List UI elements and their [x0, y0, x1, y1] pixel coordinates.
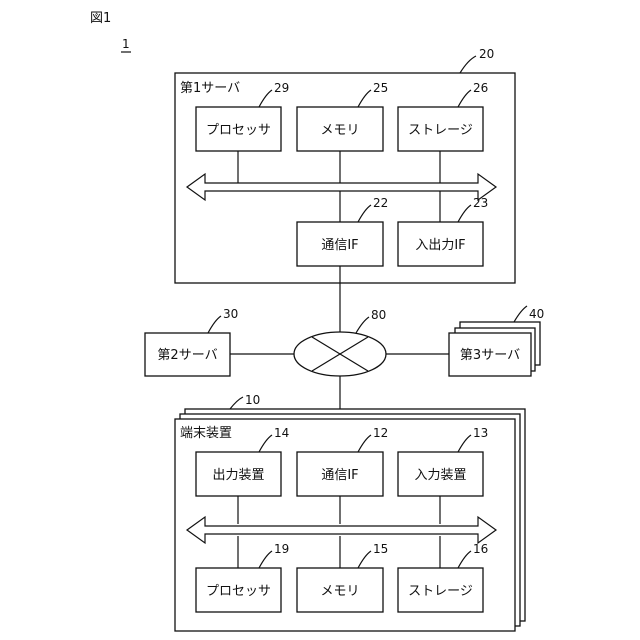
input-device-ref: 13 — [473, 426, 488, 440]
terminal-storage-label: ストレージ — [408, 584, 473, 599]
memory-label: メモリ — [320, 123, 359, 138]
network-ref: 80 — [371, 308, 386, 322]
third-server-ref-leader — [514, 306, 527, 322]
first-server-label: 第1サーバ — [180, 81, 240, 96]
third-server-label: 第3サーバ — [460, 348, 520, 363]
system-ref-number: 1 — [122, 37, 130, 51]
processor-ref: 29 — [274, 81, 289, 95]
first-server-ref-leader — [460, 56, 476, 73]
terminal-memory-label: メモリ — [320, 584, 359, 599]
terminal-processor-label: プロセッサ — [206, 584, 271, 599]
storage-ref: 26 — [473, 81, 488, 95]
second-server-label: 第2サーバ — [157, 348, 217, 363]
output-device-label: 出力装置 — [212, 468, 264, 483]
third-server: 第3サーバ 40 — [449, 306, 544, 376]
terminal-memory-ref: 15 — [373, 542, 388, 556]
processor-label: プロセッサ — [206, 123, 271, 138]
comm-if-label: 通信IF — [321, 238, 358, 253]
terminal-comm-if-ref: 12 — [373, 426, 388, 440]
terminal-label: 端末装置 — [180, 426, 232, 441]
storage-label: ストレージ — [408, 123, 473, 138]
comm-if-ref: 22 — [373, 196, 388, 210]
third-server-ref: 40 — [529, 307, 544, 321]
terminal-processor-ref: 19 — [274, 542, 289, 556]
output-device-ref: 14 — [274, 426, 289, 440]
first-server-ref: 20 — [479, 47, 494, 61]
figure-title: 図1 — [90, 11, 111, 26]
io-if-ref: 23 — [473, 196, 488, 210]
second-server-ref-leader — [208, 316, 221, 333]
terminal-comm-if-label: 通信IF — [321, 468, 358, 483]
terminal-ref: 10 — [245, 393, 260, 407]
input-device-label: 入力装置 — [414, 468, 466, 483]
terminal-storage-ref: 16 — [473, 542, 488, 556]
second-server-ref: 30 — [223, 307, 238, 321]
network-ref-leader — [356, 317, 369, 333]
memory-ref: 25 — [373, 81, 388, 95]
io-if-label: 入出力IF — [415, 238, 465, 253]
terminal-device: 端末装置 10 出力装置 14 通信IF 12 入力装置 13 プロセッサ 19 — [175, 393, 525, 631]
terminal-ref-leader — [230, 397, 243, 409]
first-server: 第1サーバ 20 プロセッサ 29 メモリ 25 ストレージ 26 通信IF 2… — [175, 47, 515, 283]
second-server: 第2サーバ 30 — [145, 307, 238, 376]
